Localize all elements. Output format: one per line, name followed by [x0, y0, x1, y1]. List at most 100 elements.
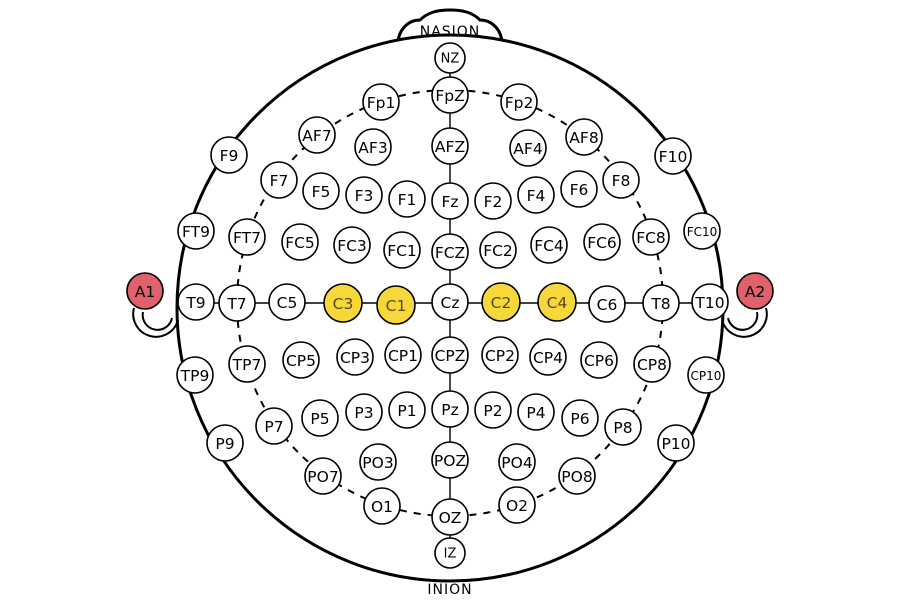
electrode-marker [588, 285, 626, 323]
electrode-f8: F8 [602, 161, 640, 199]
electrode-f10: F10 [654, 137, 692, 175]
electrode-label: FT7 [233, 229, 261, 247]
electrode-marker [558, 457, 596, 495]
electrode-marker [345, 393, 383, 431]
electrode-oz: OZ [431, 498, 469, 536]
electrode-po4: PO4 [498, 443, 536, 481]
electrode-label: F5 [312, 183, 331, 201]
electrode-cp3: CP3 [336, 338, 374, 376]
electrode-marker [481, 282, 521, 322]
electrode-label: IZ [444, 547, 457, 562]
nasion-label: NASION [420, 24, 481, 40]
electrode-iz: IZ [434, 537, 466, 569]
right-ear-outline [721, 307, 768, 338]
electrode-fz: Fz [431, 182, 469, 220]
electrode-marker [431, 336, 469, 374]
electrode-fp1: Fp1 [362, 83, 400, 121]
electrode-f5: F5 [302, 172, 340, 210]
electrode-marker [434, 537, 466, 569]
electrode-label: C1 [386, 297, 407, 315]
electrode-p9: P9 [206, 424, 244, 462]
electrode-label: AF4 [513, 140, 542, 158]
electrode-marker [384, 336, 422, 374]
electrode-marker [281, 223, 319, 261]
electrode-p4: P4 [517, 393, 555, 431]
electrode-marker [431, 76, 469, 114]
electrode-p1: P1 [388, 391, 426, 429]
electrode-label: CP2 [485, 347, 515, 365]
electrode-fpz: FpZ [431, 76, 469, 114]
electrode-label: Pz [441, 401, 458, 419]
electrode-label: CPZ [435, 347, 466, 365]
electrode-pz: Pz [431, 390, 469, 428]
electrode-marker [255, 407, 293, 445]
electrode-p2: P2 [474, 391, 512, 429]
electrode-p8: P8 [604, 408, 642, 446]
electrode-tp7: TP7 [228, 345, 266, 383]
electrode-marker [500, 83, 538, 121]
electrode-marker [632, 218, 670, 256]
electrode-po7: PO7 [304, 457, 342, 495]
electrode-label: NZ [441, 52, 460, 67]
electrode-o2: O2 [498, 486, 536, 524]
electrode-marker [176, 356, 214, 394]
electrode-label: FC3 [337, 237, 367, 255]
electrode-label: AFZ [435, 138, 465, 156]
electrode-label: F6 [570, 181, 589, 199]
electrode-label: O2 [506, 497, 528, 515]
electrode-f1: F1 [388, 180, 426, 218]
electrode-label: TP7 [232, 356, 262, 374]
electrode-label: CP1 [388, 347, 418, 365]
electrode-cp5: CP5 [282, 341, 320, 379]
electrode-fc4: FC4 [530, 226, 568, 264]
electrode-label: CP6 [584, 352, 614, 370]
electrode-label: Cz [441, 294, 460, 312]
electrode-marker [431, 283, 469, 321]
electrode-label: FC5 [285, 234, 315, 252]
electrode-p6: P6 [561, 399, 599, 437]
electrode-label: C2 [491, 294, 512, 312]
electrode-label: P5 [310, 410, 329, 428]
electrode-marker [323, 283, 363, 323]
electrode-label: P2 [483, 402, 502, 420]
electrode-t7: T7 [218, 284, 256, 322]
electrode-label: P1 [397, 402, 416, 420]
electrode-label: Fp2 [505, 94, 534, 112]
electrode-fcz: FCZ [431, 233, 469, 271]
electrode-marker [654, 137, 692, 175]
electrode-f6: F6 [560, 170, 598, 208]
electrode-label: AF7 [302, 127, 331, 145]
inion-label: INION [427, 582, 472, 598]
electrode-label: F9 [220, 147, 239, 165]
electrode-label: FpZ [435, 87, 464, 105]
electrode-marker [479, 231, 517, 269]
electrode-label: PO8 [561, 468, 592, 486]
electrode-c5: C5 [268, 283, 306, 321]
electrode-marker [687, 356, 725, 394]
electrode-marker [228, 218, 266, 256]
electrode-label: F10 [659, 148, 688, 166]
electrode-label: C3 [333, 295, 354, 313]
electrode-label: CP10 [691, 369, 722, 383]
electrode-marker [336, 338, 374, 376]
electrode-label: CP8 [637, 356, 667, 374]
electrode-label: T10 [694, 294, 724, 312]
electrode-fc1: FC1 [383, 231, 421, 269]
electrode-marker [304, 457, 342, 495]
electrode-label: P10 [661, 435, 690, 453]
electrode-fc5: FC5 [281, 223, 319, 261]
electrode-cp2: CP2 [481, 336, 519, 374]
electrode-label: P6 [570, 410, 589, 428]
electrode-label: FC8 [636, 229, 666, 247]
electrode-marker [565, 118, 603, 156]
electrode-label: F3 [355, 187, 374, 205]
electrode-label: OZ [439, 509, 462, 527]
electrode-label: PO3 [362, 454, 393, 472]
electrode-label: C6 [597, 296, 618, 314]
left-ear-outline-inner [141, 311, 173, 331]
electrode-label: CP3 [340, 349, 370, 367]
electrode-marker [529, 338, 567, 376]
electrode-label: CP4 [533, 349, 563, 367]
electrode-marker [583, 223, 621, 261]
